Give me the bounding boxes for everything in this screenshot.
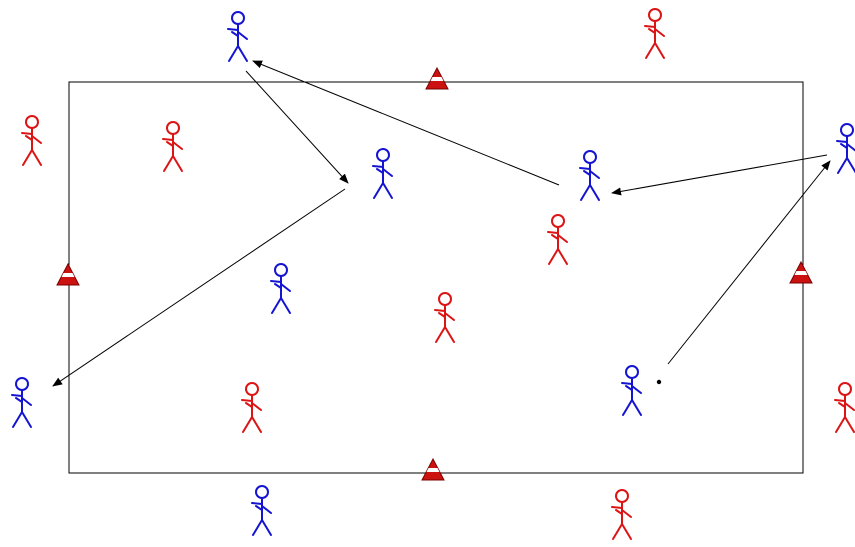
blue-player-1 (227, 11, 248, 62)
blue-player-7 (11, 377, 32, 428)
blue-player-2 (372, 148, 393, 199)
cones-group (56, 66, 813, 481)
pass-arrow-2 (252, 60, 560, 186)
red-player-1 (644, 8, 665, 59)
cone-1 (425, 66, 449, 90)
blue-player-8 (251, 485, 272, 536)
playing-field (68, 81, 804, 474)
ball (656, 379, 662, 385)
pass-arrow-3 (52, 188, 346, 387)
blue-player-6 (621, 365, 642, 416)
red-player-4 (547, 214, 568, 265)
pass-arrow-5 (667, 160, 831, 365)
red-player-7 (834, 382, 855, 433)
cone-2 (56, 262, 80, 286)
red-player-5 (434, 292, 455, 343)
red-player-8 (611, 489, 632, 540)
blue-player-5 (270, 263, 291, 314)
red-player-2 (21, 115, 42, 166)
red-player-6 (241, 382, 262, 433)
pass-arrow-1 (245, 70, 349, 184)
players-group (11, 8, 855, 540)
blue-player-3 (579, 150, 600, 201)
cone-4 (421, 457, 445, 481)
blue-player-4 (836, 123, 855, 174)
red-player-3 (162, 121, 183, 172)
cone-3 (789, 260, 813, 284)
pass-arrows-group (52, 60, 831, 387)
pass-arrow-4 (611, 154, 828, 196)
